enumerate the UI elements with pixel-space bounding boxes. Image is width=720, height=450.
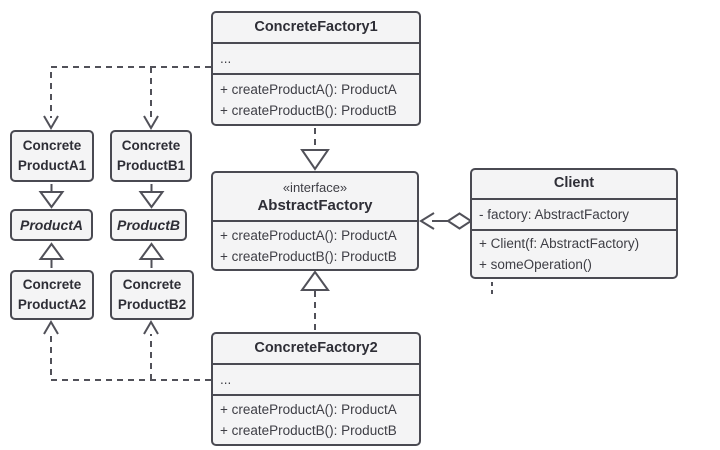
class-box-concrete-product-a1: Concrete ProductA1 [10, 130, 94, 182]
class-title: AbstractFactory [257, 196, 373, 214]
methods-compartment: + createProductA(): ProductA + createPro… [213, 73, 419, 124]
class-title-line: Concrete [22, 138, 82, 153]
class-title-line: Concrete [22, 277, 82, 292]
class-title-line: Concrete [122, 277, 182, 292]
method-text: + createProductB(): ProductB [220, 102, 397, 118]
open-arrowhead-icon [143, 320, 159, 335]
inheritance-arrow-concreteproductb2-to-productb [138, 242, 165, 268]
dependency-arrow-concretefactory1-to-products [43, 66, 211, 130]
hollow-triangle-icon [300, 270, 330, 291]
methods-compartment: + Client(f: AbstractFactory) + someOpera… [472, 229, 676, 277]
class-title: ProductA [20, 217, 83, 233]
realization-arrow-concretefactory2-to-abstractfactory [300, 270, 330, 330]
class-box-concrete-product-b2: Concrete ProductB2 [110, 270, 194, 320]
class-title-line: ProductB1 [116, 158, 186, 173]
class-title-line: ProductA2 [17, 297, 87, 312]
inheritance-arrow-concreteproducta2-to-producta [38, 242, 65, 268]
class-box-concrete-factory-1: ConcreteFactory1 ... + createProductA():… [211, 11, 421, 126]
class-box-concrete-factory-2: ConcreteFactory2 ... + createProductA():… [211, 332, 421, 446]
class-box-concrete-product-b1: Concrete ProductB1 [110, 130, 192, 182]
dependency-arrow-concretefactory2-to-products [43, 320, 211, 381]
methods-compartment: + createProductA(): ProductA + createPro… [213, 394, 419, 444]
class-box-client: Client - factory: AbstractFactory + Clie… [470, 168, 678, 279]
class-title-line: Concrete [121, 138, 181, 153]
class-box-product-b: ProductB [110, 209, 187, 241]
method-text: + someOperation() [479, 257, 592, 272]
method-text: + createProductA(): ProductA [220, 402, 397, 417]
aggregation-arrow-client-to-abstractfactory [419, 212, 473, 230]
class-title: ConcreteFactory1 [254, 19, 378, 35]
method-text: + createProductB(): ProductB [220, 248, 397, 264]
class-title: ProductB [117, 217, 180, 233]
method-text: + Client(f: AbstractFactory) [479, 236, 640, 251]
attributes-compartment: - factory: AbstractFactory [472, 198, 676, 229]
method-text: + createProductA(): ProductA [220, 227, 397, 243]
hollow-triangle-icon [138, 191, 165, 209]
hollow-diamond-icon [446, 212, 473, 230]
open-arrowhead-icon [43, 320, 59, 335]
class-title-line: ProductA1 [17, 158, 87, 173]
realization-arrow-concretefactory1-to-abstractfactory [300, 128, 330, 171]
methods-compartment: + createProductA(): ProductA + createPro… [213, 220, 417, 269]
open-arrowhead-icon [43, 115, 59, 130]
hollow-triangle-icon [138, 242, 165, 260]
class-title-line: ProductB2 [117, 297, 187, 312]
inheritance-arrow-concreteproducta1-to-producta [38, 184, 65, 209]
hollow-triangle-icon [38, 191, 65, 209]
class-box-concrete-product-a2: Concrete ProductA2 [10, 270, 94, 320]
class-title: Client [553, 175, 595, 191]
stereotype-label: «interface» [282, 179, 348, 195]
class-title: ConcreteFactory2 [254, 340, 378, 356]
hollow-triangle-icon [300, 149, 330, 171]
open-arrowhead-icon [143, 115, 159, 130]
class-box-abstract-factory: «interface» AbstractFactory + createProd… [211, 171, 419, 271]
fields-compartment: ... [213, 363, 419, 394]
method-text: + createProductB(): ProductB [220, 423, 397, 438]
fields-compartment: ... [213, 42, 419, 73]
interface-header: «interface» AbstractFactory [213, 173, 417, 220]
hollow-triangle-icon [38, 242, 65, 260]
open-arrowhead-icon [419, 212, 435, 230]
class-box-product-a: ProductA [10, 209, 93, 241]
method-text: + createProductA(): ProductA [220, 81, 397, 97]
inheritance-arrow-concreteproductb1-to-productb [138, 184, 165, 209]
